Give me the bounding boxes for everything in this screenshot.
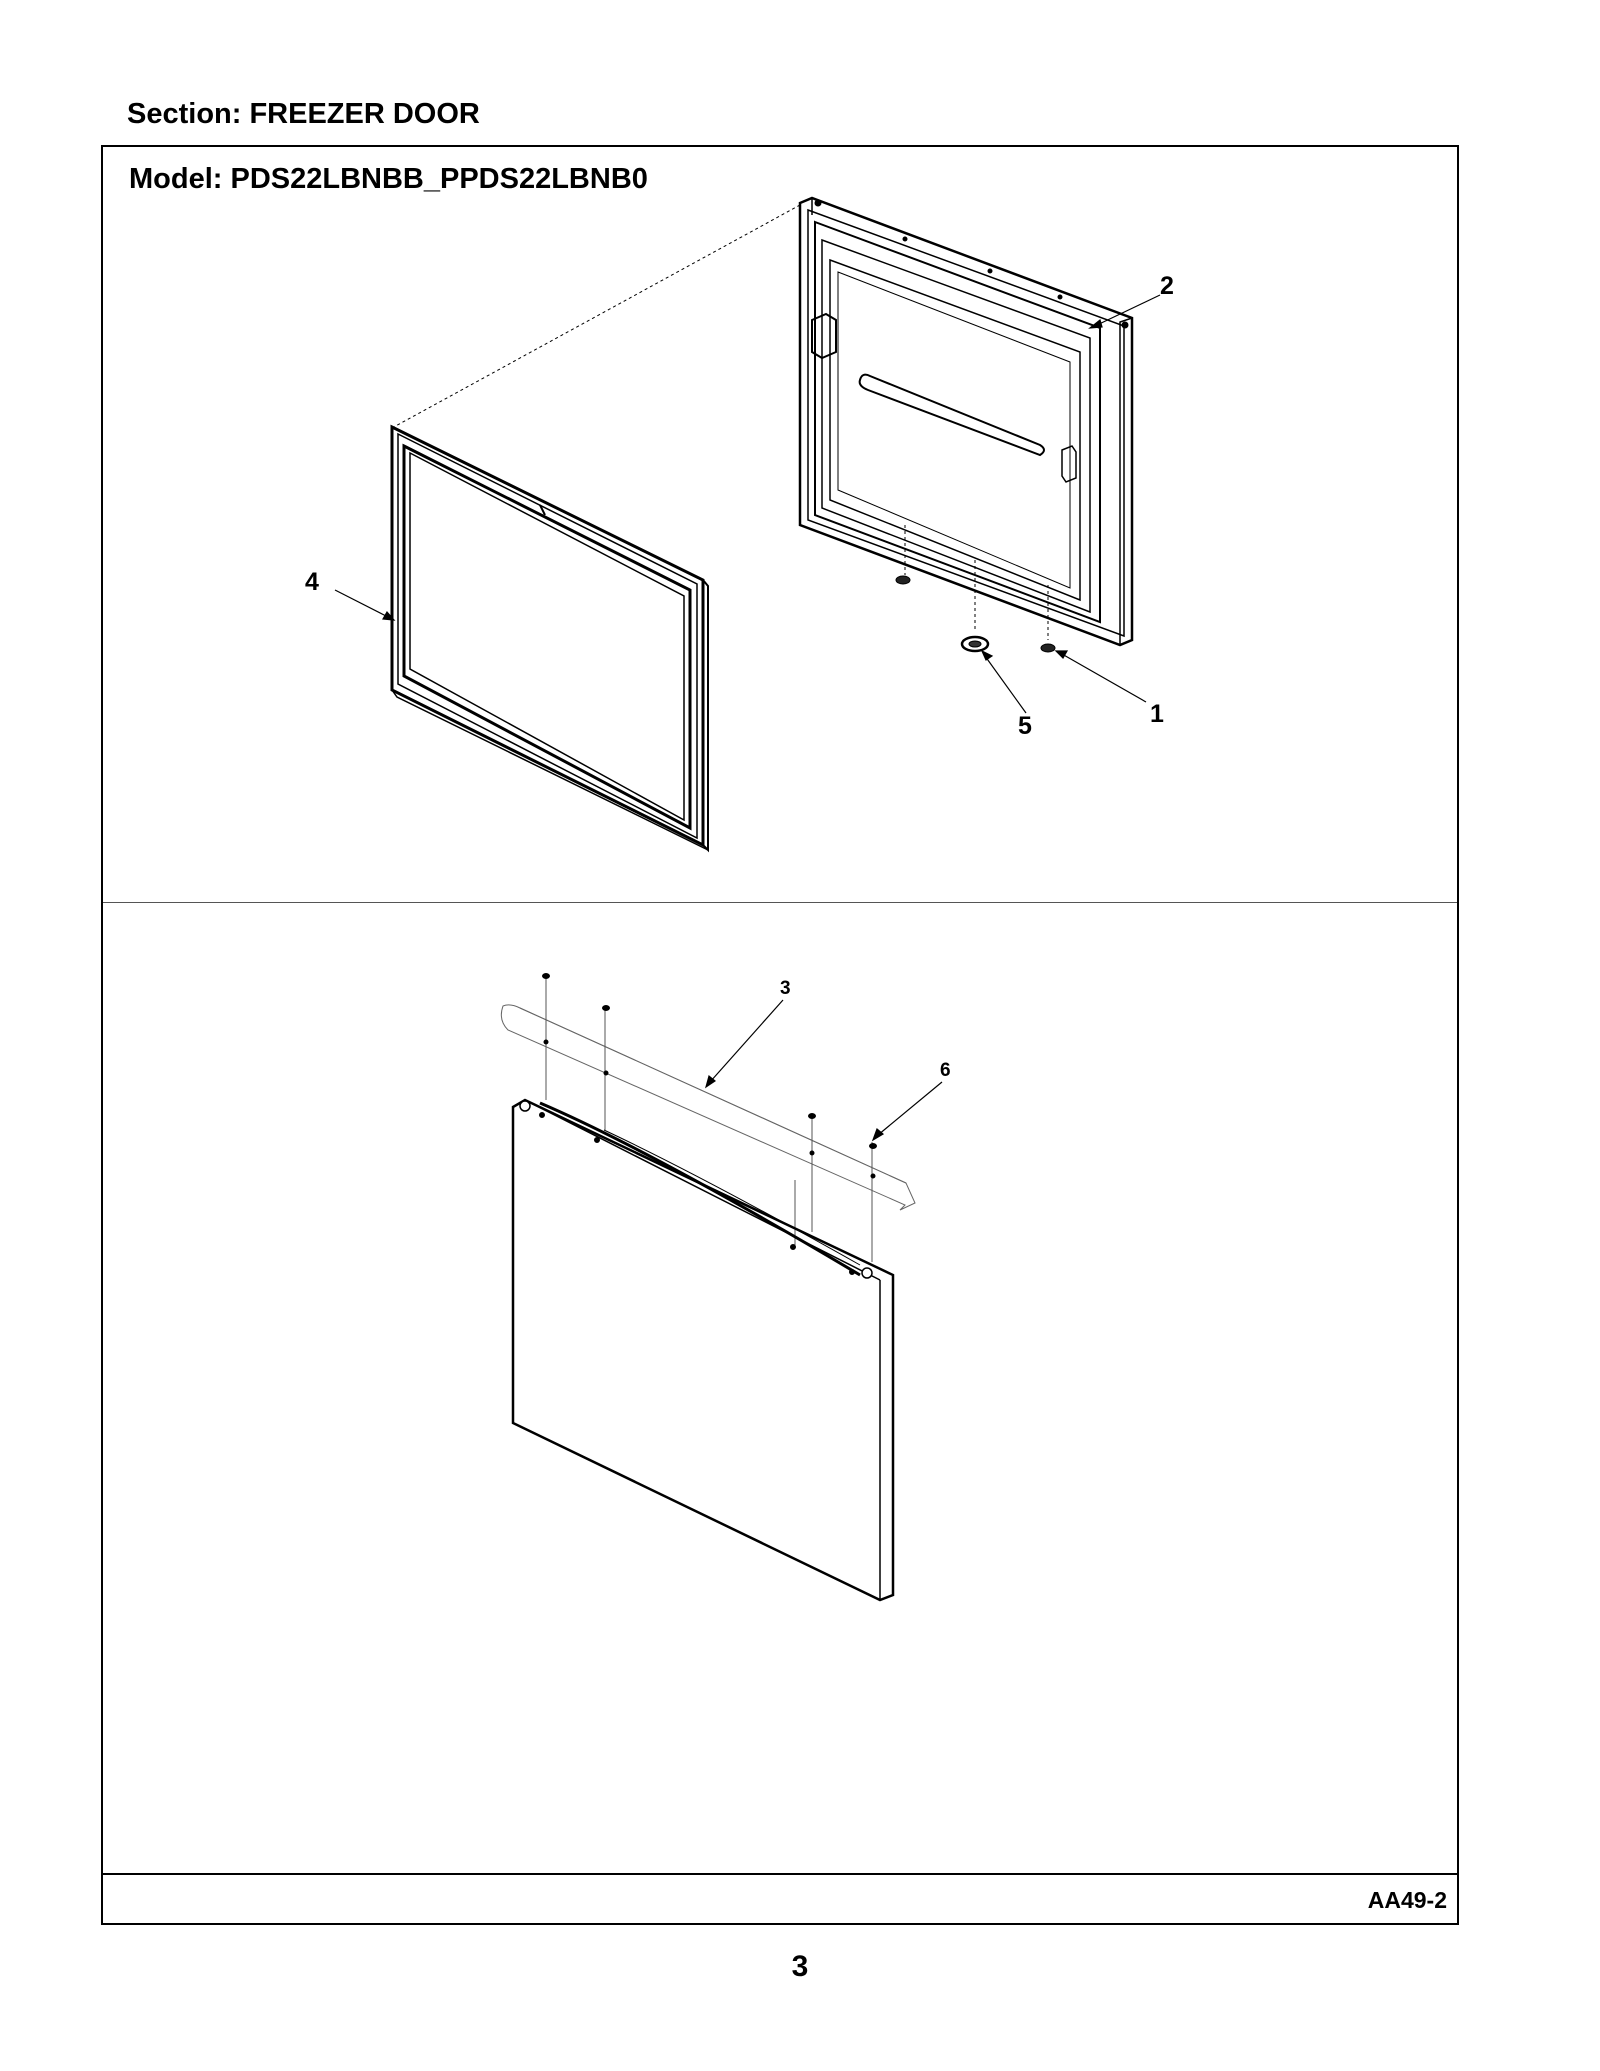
model-title: Model: PDS22LBNBB_PPDS22LBNB0 [129, 163, 648, 195]
callout-leaders-upper [334, 294, 1161, 714]
footer-rule [103, 1873, 1457, 1875]
door-liner-part [798, 196, 1134, 647]
callout-1: 1 [1150, 700, 1164, 728]
door-gasket-part [390, 424, 709, 853]
freezer-door-panel [511, 1098, 895, 1602]
handle-cap-part [500, 1004, 916, 1211]
screw-guide-lines [545, 978, 873, 1262]
panel-divider [103, 902, 1457, 903]
screw-parts [542, 973, 877, 1179]
assembly-guide-line [391, 204, 801, 429]
door-stopper-parts [895, 575, 1056, 653]
callout-6: 6 [940, 1060, 951, 1081]
diagram-frame: Model: PDS22LBNBB_PPDS22LBNB0 AA49-2 [101, 145, 1459, 1925]
section-title: Section: FREEZER DOOR [127, 98, 480, 130]
callout-3: 3 [780, 978, 791, 999]
callout-4: 4 [305, 568, 319, 596]
callout-2: 2 [1160, 272, 1174, 300]
callout-5: 5 [1018, 712, 1032, 740]
page-number: 3 [791, 1950, 809, 1983]
callout-leaders-lower [704, 999, 943, 1142]
document-code: AA49-2 [1367, 1887, 1447, 1913]
